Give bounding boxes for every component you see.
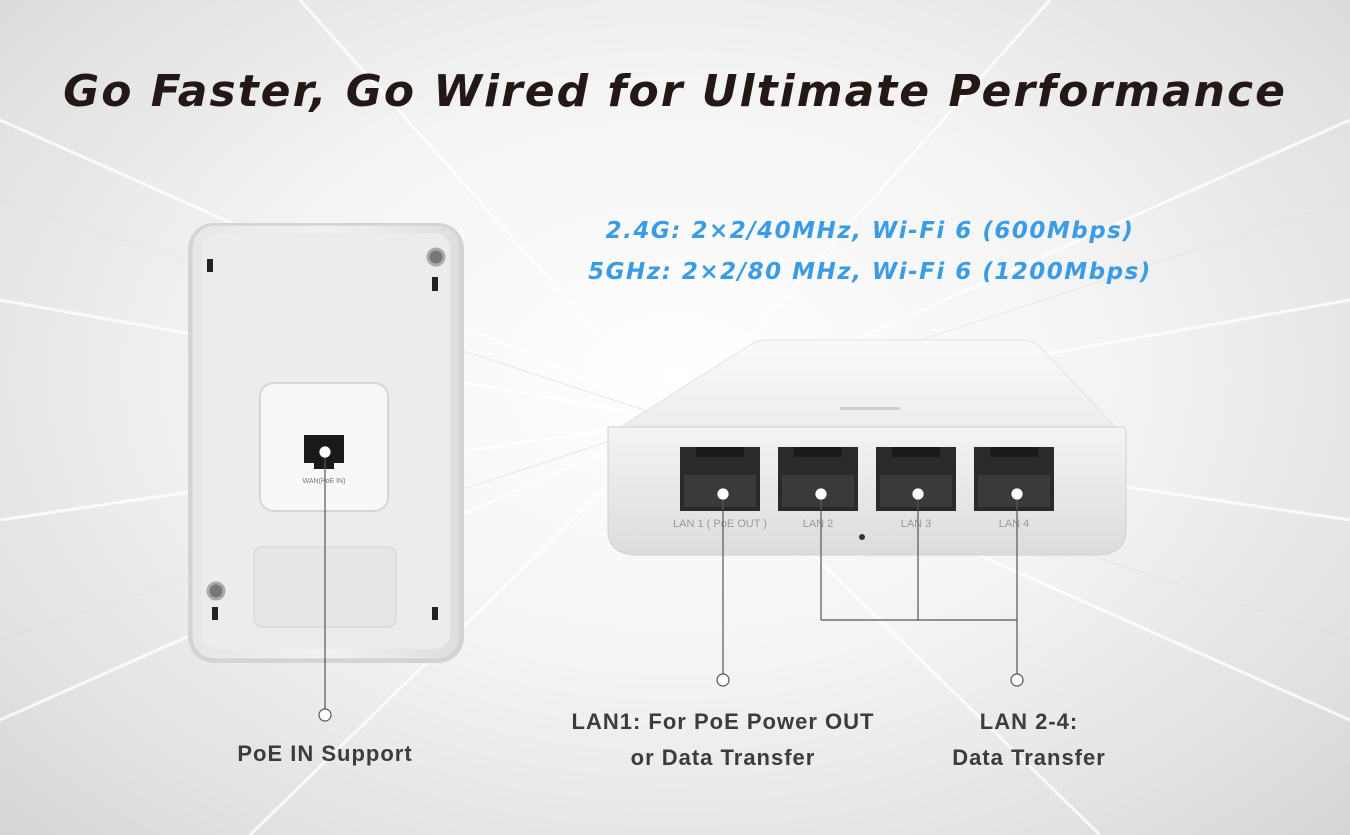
callout-lan24: LAN 2-4: Data Transfer: [920, 704, 1138, 776]
callout-lan24-line2: Data Transfer: [952, 745, 1106, 770]
spec-5g: 5GHz: 2×2/80 MHz, Wi-Fi 6 (1200Mbps): [588, 259, 1152, 285]
reset-hole-icon: [859, 534, 865, 540]
screw-icon: [426, 247, 446, 267]
callout-poe-in-text: PoE IN Support: [237, 741, 413, 766]
lan3-port-icon: [876, 447, 956, 511]
callout-lan1-line2: or Data Transfer: [630, 745, 816, 770]
lan4-port-label: LAN 4: [999, 518, 1030, 530]
callout-lan1-line1: LAN1: For PoE Power OUT: [571, 709, 875, 734]
wan-port-label: WAN(PoE IN): [303, 478, 346, 485]
callout-lan1: LAN1: For PoE Power OUT or Data Transfer: [540, 704, 906, 776]
device-front-panel: LAN 1 ( PoE OUT ) LAN 2 LAN 3 LAN 4: [607, 339, 1127, 556]
callout-lan24-line1: LAN 2-4:: [979, 709, 1079, 734]
lan2-port-label: LAN 2: [803, 518, 834, 530]
lan2-port-icon: [778, 447, 858, 511]
screw-icon: [206, 581, 226, 601]
page-headline: Go Faster, Go Wired for Ultimate Perform…: [63, 66, 1287, 117]
lan3-port-label: LAN 3: [901, 518, 932, 530]
callout-poe-in: PoE IN Support: [205, 736, 445, 772]
lan1-port-label: LAN 1 ( PoE OUT ): [673, 518, 767, 530]
lan1-port-icon: [680, 447, 760, 511]
spec-2g: 2.4G: 2×2/40MHz, Wi-Fi 6 (600Mbps): [605, 218, 1135, 244]
